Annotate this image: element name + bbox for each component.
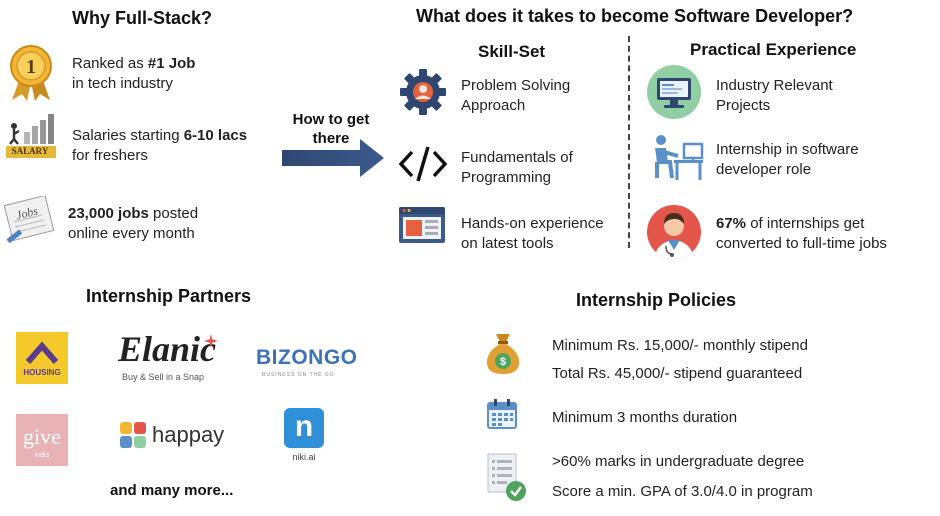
svg-text:1: 1 <box>26 56 36 78</box>
newspaper-icon <box>4 196 55 244</box>
money-bag-icon: $ <box>486 334 520 374</box>
skillset-title: Skill-Set <box>478 42 546 61</box>
policy-total-stipend: Total Rs. 45,000/- stipend guaranteed <box>552 365 803 382</box>
housing-logo: HOUSING <box>16 332 68 384</box>
policies-title: Internship Policies <box>576 290 737 310</box>
checklist-icon <box>487 453 526 501</box>
medal-icon: 1 <box>10 45 52 101</box>
policy-duration: Minimum 3 months duration <box>552 409 738 426</box>
partners-more: and many more... <box>110 482 234 499</box>
column-divider <box>628 36 630 248</box>
happay-logo-icon <box>120 422 146 448</box>
monitor-icon <box>647 65 701 119</box>
bizongo-tagline: BUSINESS ON THE GO <box>262 372 335 378</box>
housing-label: HOUSING <box>23 368 61 377</box>
practical-title: Practical Experience <box>690 40 857 59</box>
person-at-desk-icon <box>655 135 704 180</box>
give-logo-tag: india <box>34 452 50 459</box>
main-title: What does it takes to become Software De… <box>416 6 854 26</box>
partners-title: Internship Partners <box>86 286 252 306</box>
niki-tagline: niki.ai <box>292 452 316 462</box>
policy-gpa: Score a min. GPA of 3.0/4.0 in program <box>552 483 813 500</box>
policy-marks: >60% marks in undergraduate degree <box>552 453 805 470</box>
browser-window-icon <box>399 207 445 243</box>
avatar-icon <box>647 205 701 259</box>
right-arrow-icon <box>282 139 384 177</box>
calendar-icon <box>487 399 517 429</box>
code-icon <box>398 146 448 182</box>
svg-text:$: $ <box>500 356 506 368</box>
gear-icon <box>400 69 446 115</box>
why-title: Why Full-Stack? <box>72 8 213 28</box>
salary-icon-label: SALARY <box>11 146 49 156</box>
elanic-logo: Elanic <box>118 329 217 369</box>
give-logo: give india <box>16 414 68 466</box>
elanic-star-icon <box>204 334 218 348</box>
policy-monthly-stipend: Minimum Rs. 15,000/- monthly stipend <box>552 337 808 354</box>
elanic-tagline: Buy & Sell in a Snap <box>122 372 205 382</box>
salary-chart-icon <box>6 114 56 158</box>
housing-chevron-icon <box>25 341 59 364</box>
niki-logo: n <box>284 408 324 448</box>
give-logo-text: give <box>23 424 61 449</box>
bizongo-logo: BIZONGO <box>256 346 358 369</box>
happay-logo: happay <box>152 422 225 447</box>
